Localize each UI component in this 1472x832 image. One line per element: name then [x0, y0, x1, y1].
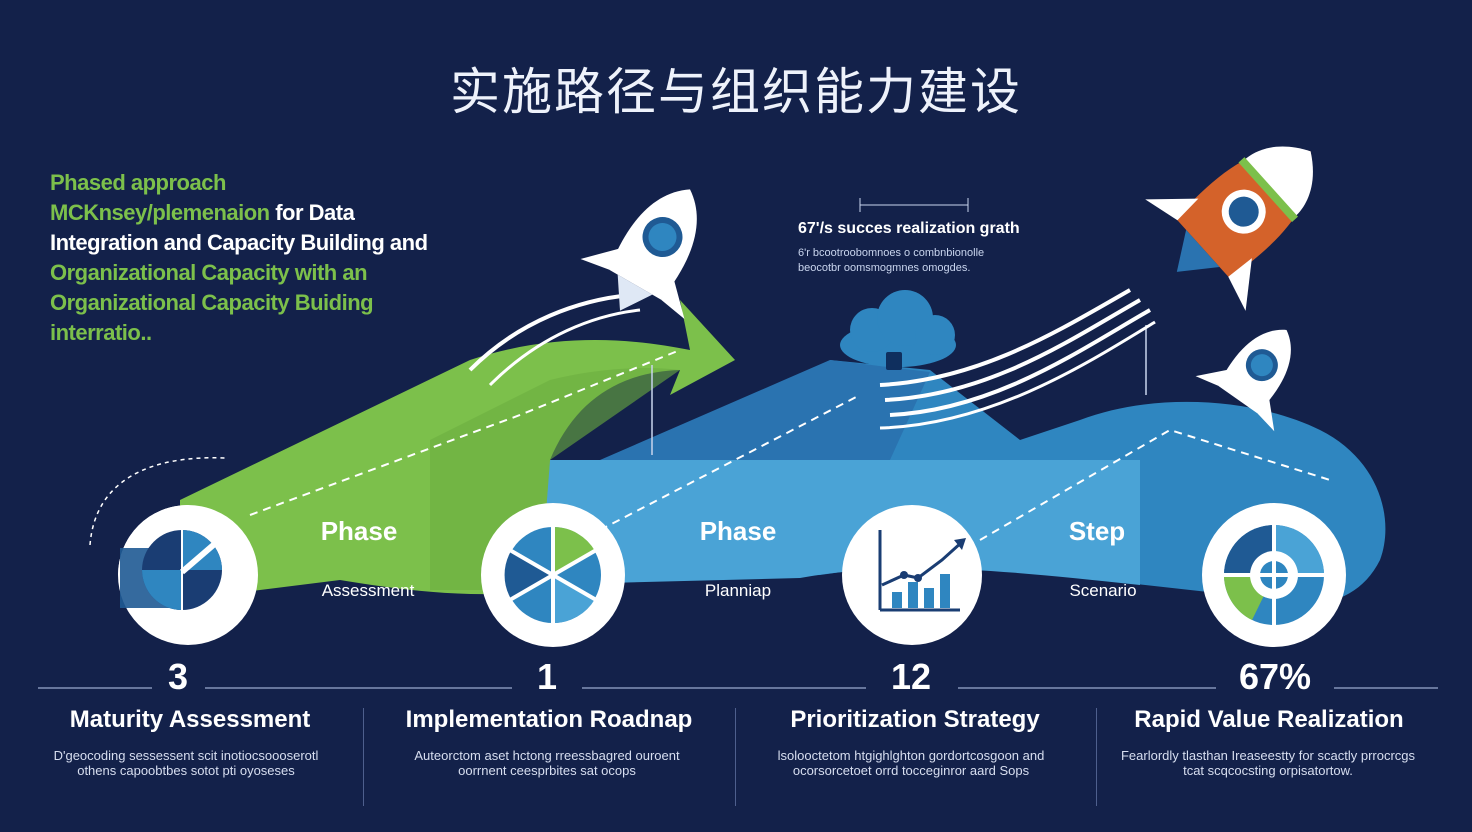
phase-2-sub: Planniap	[704, 581, 772, 600]
page-title: 实施路径与组织能力建设	[450, 63, 1022, 121]
intro-text: Phased approach MCKnsey/plemenaion for D…	[50, 168, 470, 348]
donut-chart-icon	[1202, 503, 1346, 647]
phase-3-label: Step	[1068, 516, 1126, 546]
intro-line-4: Organizational Capacity with an	[50, 260, 368, 285]
blue-ramp	[600, 360, 930, 460]
rocket-trail-3	[889, 308, 1151, 417]
stat-1-title: Maturity Assessment	[69, 706, 311, 733]
intro-line-2b: plemenaion	[152, 200, 270, 225]
stat-4-value: 67%	[1238, 656, 1312, 697]
intro-line-5: Organizational Capacity Buiding	[50, 290, 374, 315]
rocket-icon	[580, 189, 697, 319]
divider-1	[363, 708, 364, 806]
small-rocket-trail-1	[468, 293, 631, 372]
divider-3	[1096, 708, 1097, 806]
stat-2-title: Implementation Roadnap	[405, 706, 693, 733]
phase-1-label: Phase	[320, 516, 398, 546]
rocket-trail-4	[879, 320, 1156, 430]
stat-2-desc: Auteorctom aset hctong rreessbagred ouro…	[414, 748, 680, 778]
orange-rocket-icon	[1145, 146, 1313, 311]
stat-4-title: Rapid Value Realization	[1134, 706, 1404, 733]
pie-chart-icon	[481, 503, 625, 647]
phase-1-sub: Assessment	[321, 581, 415, 600]
intro-line-3: Integration and Capacity Building and	[50, 230, 428, 255]
callout-desc: 6'r bcootroobomnoes o combnbionolle beoc…	[798, 247, 985, 274]
dashed-path-3	[979, 428, 1331, 541]
cloud-icon	[840, 290, 956, 370]
stat-3-value: 12	[890, 656, 932, 697]
rocket-right-icon	[1195, 329, 1291, 432]
stat-1-value: 3	[167, 656, 189, 697]
stat-1-desc: D'geocoding sessessent scit inotiocsooos…	[53, 748, 319, 778]
growth-chart-icon	[842, 505, 982, 645]
dashed-path-1	[249, 349, 681, 516]
green-arrow-shade	[430, 368, 680, 590]
intro-line-6: interratio..	[50, 320, 152, 345]
stat-4-desc: Fearlordly tlasthan Ireaseestty for scac…	[1120, 748, 1416, 778]
callout-title: 67'/s succes realization grath	[798, 220, 1020, 237]
intro-line-2: MCKnsey/plemenaion for Data	[50, 198, 470, 228]
rocket-trail-2	[884, 298, 1141, 402]
phase-3-sub: Scenario	[1069, 581, 1137, 600]
dashed-path-2	[599, 394, 861, 531]
intro-line-1: Phased approach	[50, 170, 226, 195]
stat-3-title: Prioritization Strategy	[790, 706, 1040, 733]
small-rocket-trail-2	[488, 308, 641, 387]
dashed-arc	[89, 457, 226, 546]
phase-2-label: Phase	[699, 516, 777, 546]
rocket-trail-1	[879, 288, 1131, 387]
blue-band-light	[530, 460, 1140, 585]
callout: 67'/s succes realization grath 6'r bcoot…	[798, 220, 1058, 276]
intro-line-2a: MCKnsey/	[50, 200, 153, 225]
stat-2-value: 1	[536, 656, 558, 697]
gauge-icon	[118, 505, 258, 645]
divider-2	[735, 708, 736, 806]
stat-3-desc: lsolooctetom htgighlghton gordortcosgoon…	[777, 748, 1045, 778]
intro-line-2c: for Data	[275, 200, 355, 225]
